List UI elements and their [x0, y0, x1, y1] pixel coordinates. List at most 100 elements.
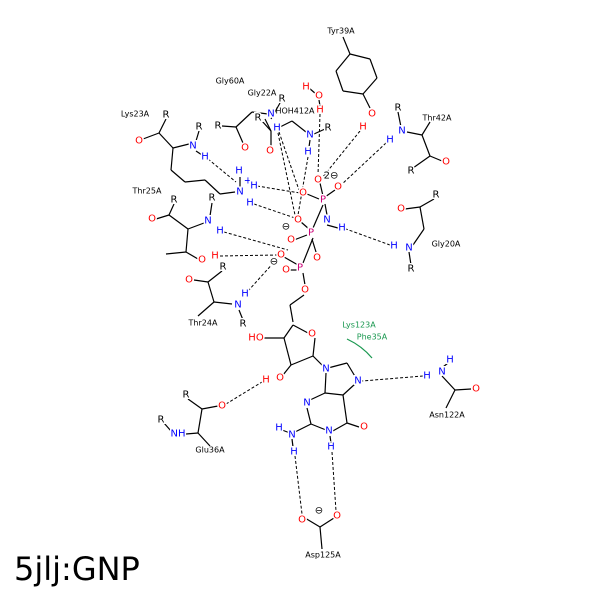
bond	[346, 362, 357, 379]
bond	[342, 36, 351, 55]
bond	[293, 234, 308, 241]
atom-label-h: H	[241, 289, 249, 300]
atom-label-n: N	[398, 126, 405, 137]
atom-label-h: H	[273, 123, 281, 134]
residue-gly22: Gly22A	[248, 89, 277, 98]
bond	[282, 364, 292, 376]
hydrogen-bond	[331, 451, 337, 512]
bond	[324, 189, 336, 198]
residue-phe35: Phe35A	[357, 333, 388, 342]
bond	[187, 222, 205, 230]
atom-label-o: O	[298, 515, 306, 526]
bond	[168, 203, 175, 216]
atom-label-o: O	[368, 109, 376, 120]
atom-label-nh: NH	[171, 429, 186, 440]
atom-label-n: N	[322, 364, 329, 375]
hydrogen-bond	[361, 375, 424, 382]
atom-label-r: R	[255, 113, 262, 124]
hydrogen-bond	[321, 130, 361, 179]
bond	[421, 121, 431, 136]
bond	[213, 301, 233, 305]
bond	[369, 58, 378, 79]
atom-label-o: O	[308, 329, 316, 340]
atom-label-n: N	[325, 426, 332, 437]
bond	[329, 435, 332, 444]
atom-label-n: N	[288, 430, 295, 441]
residue-asp125: Asp125A	[305, 551, 341, 560]
bond	[342, 394, 348, 424]
atom-label-o: O	[287, 235, 295, 246]
bond	[221, 125, 237, 128]
atom-label-plus: +	[244, 176, 252, 187]
atom-label-minus: ⊖	[282, 222, 290, 233]
bond	[442, 362, 449, 368]
atom-label-n: N	[236, 187, 243, 198]
bond	[264, 118, 272, 132]
bond	[342, 383, 356, 396]
atom-label-h: H	[304, 147, 312, 158]
bond	[311, 238, 317, 253]
hydrogen-bond	[345, 228, 391, 246]
bond	[312, 337, 316, 357]
residue-thr24: Thr24A	[188, 319, 218, 328]
bond	[168, 214, 189, 230]
bond	[251, 111, 269, 115]
bond	[185, 251, 199, 260]
atom-label-dminus: 2⊖	[324, 171, 339, 182]
bond	[197, 301, 215, 317]
bond	[408, 251, 412, 266]
bond	[429, 155, 443, 162]
bond	[419, 198, 435, 208]
atom-label-h: H	[275, 423, 283, 434]
bond	[312, 355, 324, 367]
hydrogen-bond	[297, 156, 309, 216]
hydrogen-bond	[317, 113, 321, 176]
atom-label-o: O	[315, 91, 323, 102]
bond	[312, 204, 324, 229]
bond	[309, 392, 326, 401]
atom-label-r: R	[325, 123, 332, 134]
bond	[346, 422, 360, 428]
atom-label-ho: HO	[248, 333, 264, 344]
atom-label-h: H	[201, 152, 209, 163]
bond	[155, 214, 170, 220]
hydrogen-bond	[256, 185, 301, 194]
bond	[204, 179, 221, 195]
hydrogen-bond	[278, 131, 300, 191]
bond	[185, 228, 189, 253]
atom-label-h: H	[235, 166, 243, 177]
atom-label-p: P	[297, 263, 303, 274]
residue-hoh412: HOH412A	[275, 107, 315, 116]
hydrogen-bond	[219, 254, 278, 257]
bond	[270, 102, 281, 120]
atom-label-o: O	[198, 255, 206, 266]
bond	[300, 221, 310, 230]
bond	[290, 355, 314, 366]
atom-label-o: O	[442, 157, 450, 168]
hydrogen-bond	[247, 259, 277, 292]
bond	[324, 372, 327, 394]
atom-label-o: O	[241, 143, 249, 154]
atom-label-h: H	[302, 82, 310, 93]
bond	[291, 120, 307, 133]
residue-lys23: Lys23A	[121, 110, 150, 119]
bond	[306, 193, 320, 200]
atom-label-o: O	[185, 275, 193, 286]
bond	[197, 408, 203, 434]
atom-label-o: O	[135, 136, 143, 147]
atom-label-o: O	[148, 214, 156, 225]
hydrogen-bond	[223, 231, 289, 251]
atom-label-h: H	[316, 105, 324, 116]
bond	[335, 53, 351, 72]
bond	[308, 87, 317, 95]
bond	[454, 388, 472, 391]
atom-label-n: N	[354, 376, 361, 387]
atom-label-o: O	[313, 253, 321, 264]
bond	[324, 203, 328, 216]
atom-label-o: O	[218, 401, 226, 412]
atom-label-n: N	[204, 216, 211, 227]
atom-label-h: H	[386, 135, 394, 146]
bond	[165, 251, 187, 255]
bond	[209, 202, 213, 217]
